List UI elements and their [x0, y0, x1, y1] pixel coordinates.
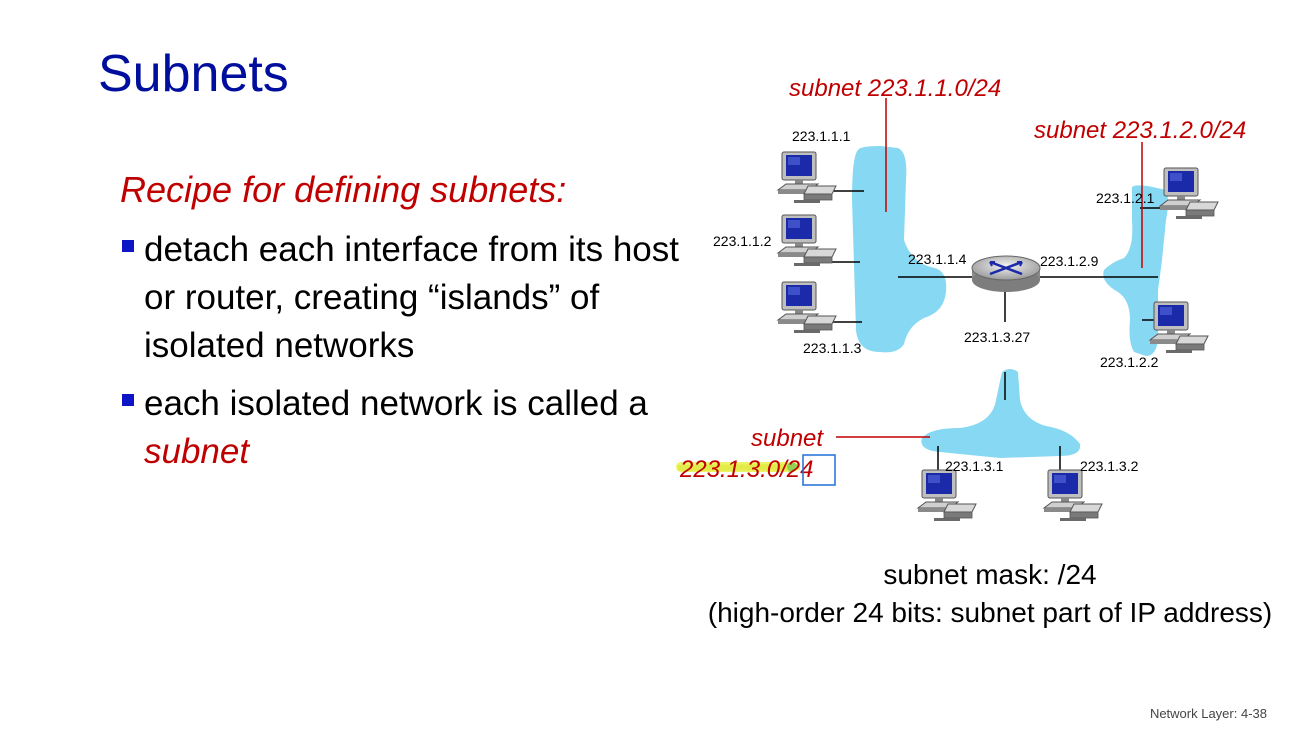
addr-223-1-3-2: 223.1.3.2 [1080, 458, 1139, 474]
addr-223-1-1-3: 223.1.1.3 [803, 340, 862, 356]
subnet-3-cloud [921, 369, 1081, 458]
slide-title: Subnets [98, 45, 289, 103]
host-223-1-2-2-icon [1149, 301, 1209, 354]
addr-223-1-1-1: 223.1.1.1 [792, 128, 851, 144]
bullet-item: each isolated network is called a subnet [120, 380, 690, 476]
bullet-emphasis: subnet [144, 432, 250, 471]
addr-223-1-1-2: 223.1.1.2 [713, 233, 772, 249]
subnet-3-label: subnet [751, 425, 824, 452]
bullet-list: detach each interface from its host or r… [120, 226, 690, 486]
bullet-square-icon [122, 240, 134, 252]
caption-detail: (high-order 24 bits: subnet part of IP a… [707, 597, 1273, 628]
addr-223-1-3-1: 223.1.3.1 [945, 458, 1004, 474]
host-223-1-1-2-icon [777, 214, 837, 267]
subnet-3-address-label: 223.1.3.0/24 [679, 456, 813, 483]
addr-223-1-3-27: 223.1.3.27 [964, 329, 1030, 345]
host-223-1-1-1-icon [777, 151, 837, 204]
recipe-heading: Recipe for defining subnets: [120, 169, 567, 210]
addr-223-1-2-1: 223.1.2.1 [1096, 190, 1155, 206]
subnet-2-label: subnet 223.1.2.0/24 [1034, 117, 1246, 144]
addr-223-1-1-4: 223.1.1.4 [908, 251, 967, 267]
subnet-1-label: subnet 223.1.1.0/24 [789, 75, 1001, 102]
addr-223-1-2-9: 223.1.2.9 [1040, 253, 1099, 269]
bullet-text: detach each interface from its host or r… [144, 230, 679, 365]
bullet-square-icon [122, 394, 134, 406]
bullet-item: detach each interface from its host or r… [120, 226, 690, 370]
router-icon [971, 255, 1041, 292]
subnet-1-cloud [852, 146, 947, 353]
caption-mask: subnet mask: /24 [883, 559, 1097, 590]
subnet-2-cloud [1103, 185, 1168, 356]
host-223-1-1-3-icon [777, 281, 837, 334]
host-223-1-3-1-icon [917, 469, 977, 522]
bullet-text: each isolated network is called a [144, 384, 648, 423]
host-223-1-2-1-icon [1159, 167, 1219, 220]
addr-223-1-2-2: 223.1.2.2 [1100, 354, 1159, 370]
host-223-1-3-2-icon [1043, 469, 1103, 522]
selection-box [802, 454, 836, 486]
slide-footer: Network Layer: 4-38 [1149, 706, 1267, 721]
